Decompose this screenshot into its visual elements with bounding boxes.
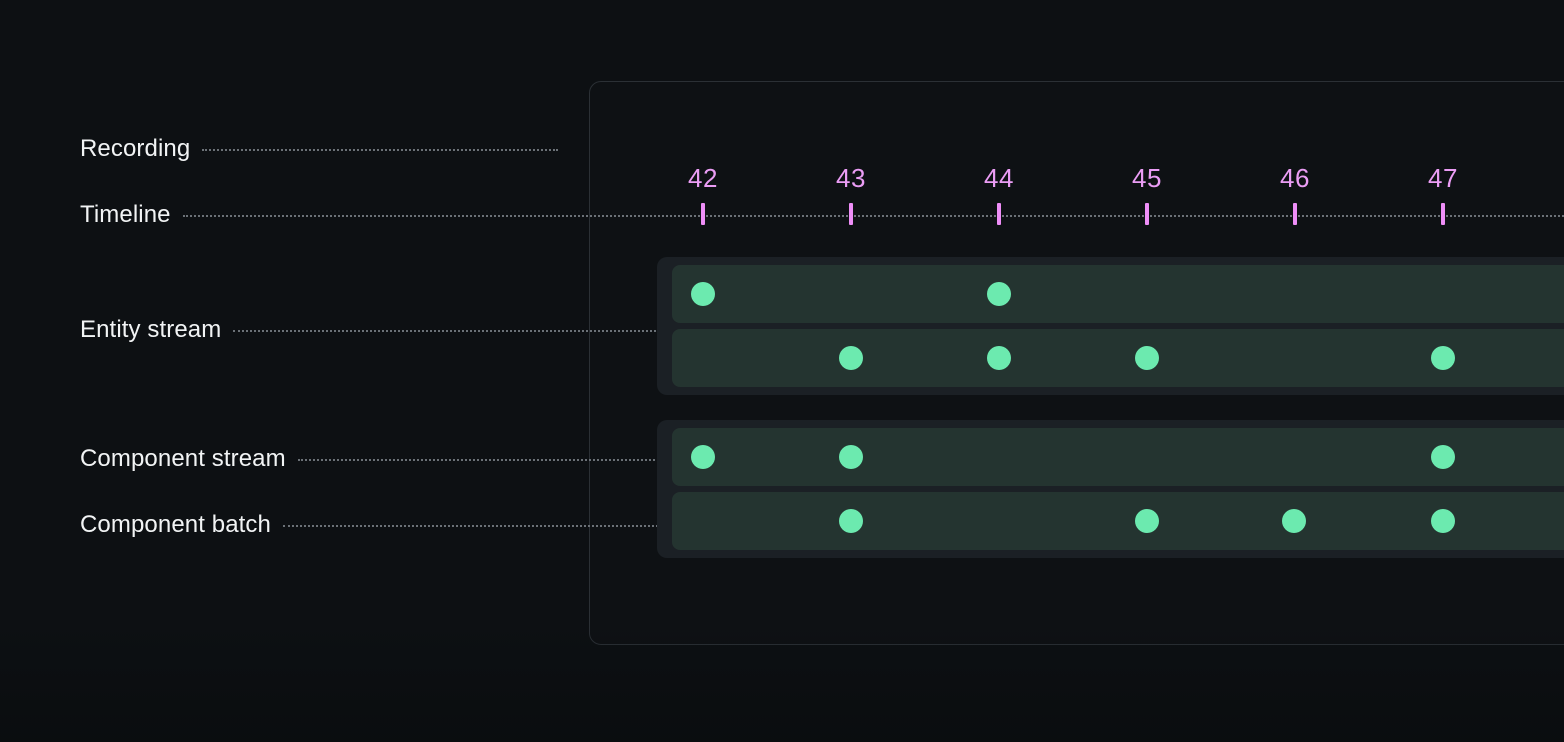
timeline-tick-mark [1145,203,1149,225]
event-dot[interactable] [839,445,863,469]
event-dot[interactable] [987,282,1011,306]
leader-line-recording [202,148,559,151]
label-component-batch-text: Component batch [80,511,271,538]
label-entity-stream-text: Entity stream [80,316,222,343]
timeline-tick-mark [1293,203,1297,225]
event-dot[interactable] [839,509,863,533]
timeline-tick-mark [849,203,853,225]
stream-row[interactable] [672,329,1564,387]
event-dot[interactable] [1431,346,1455,370]
label-timeline-text: Timeline [80,201,171,228]
event-dot[interactable] [987,346,1011,370]
event-dot[interactable] [1431,445,1455,469]
event-dot[interactable] [839,346,863,370]
label-row-recording: Recording [80,134,559,164]
stream-row[interactable] [672,492,1564,550]
event-dot[interactable] [1282,509,1306,533]
stream-group-entity [657,257,1564,395]
timeline-tick-mark [1441,203,1445,225]
timeline-tick-46[interactable]: 46 [1255,163,1335,225]
timeline-tick-label: 43 [836,163,866,193]
timeline-tick-label: 45 [1132,163,1162,193]
timeline-tick-47[interactable]: 47 [1403,163,1483,225]
timeline-tick-mark [997,203,1001,225]
event-dot[interactable] [1135,346,1159,370]
event-dot[interactable] [1431,509,1455,533]
stream-row[interactable] [672,265,1564,323]
stream-row[interactable] [672,428,1564,486]
timeline-tick-44[interactable]: 44 [959,163,1039,225]
timeline-tick-42[interactable]: 42 [663,163,743,225]
event-dot[interactable] [691,445,715,469]
timeline-tick-label: 42 [688,163,718,193]
timeline-tick-43[interactable]: 43 [811,163,891,225]
timeline-tick-45[interactable]: 45 [1107,163,1187,225]
timeline-tick-label: 46 [1280,163,1310,193]
leader-line-timeline [182,214,1564,217]
label-row-timeline: Timeline [80,200,1564,230]
stream-group-component [657,420,1564,558]
timeline-tick-label: 47 [1428,163,1458,193]
event-dot[interactable] [691,282,715,306]
timeline-tick-label: 44 [984,163,1014,193]
event-dot[interactable] [1135,509,1159,533]
timeline-tick-mark [701,203,705,225]
label-component-stream-text: Component stream [80,445,286,472]
label-recording-text: Recording [80,135,191,162]
